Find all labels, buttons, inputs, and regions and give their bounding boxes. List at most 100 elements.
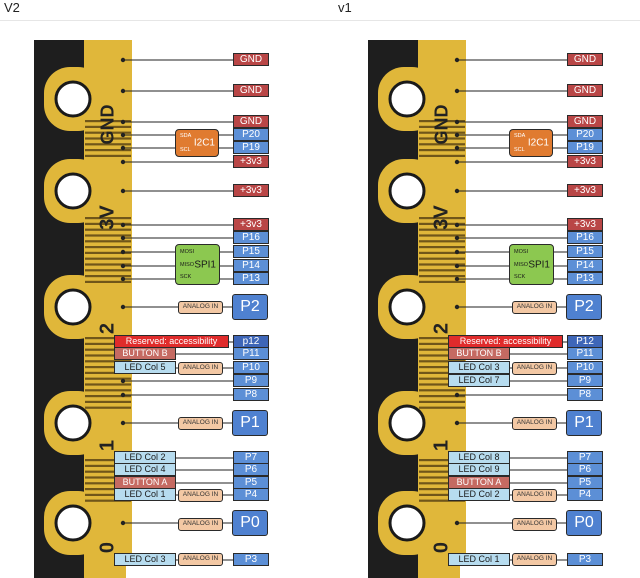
spi-bus-name: SPI1 <box>194 259 216 270</box>
led-col-label-p6: LED Col 9 <box>448 463 510 476</box>
pin-label-p3: P3 <box>567 553 603 566</box>
pin-dot <box>120 57 126 63</box>
analog-in-tag: ANALOG IN <box>178 489 223 502</box>
pin-label-p20: P20 <box>567 128 603 141</box>
pin-label-p10: P10 <box>233 361 269 374</box>
pin-trace <box>419 459 465 462</box>
pin-label-p14: P14 <box>233 259 269 272</box>
pin-dot <box>454 276 460 282</box>
pin-label-p8: P8 <box>567 388 603 401</box>
pin-dot <box>454 132 460 138</box>
pin-trace <box>85 217 131 220</box>
pin-dot <box>454 392 460 398</box>
i2c-scl-label: SCL <box>514 147 525 153</box>
pin-trace <box>419 366 465 369</box>
pin-trace <box>419 389 465 392</box>
pin-trace <box>85 120 131 123</box>
pin-trace <box>419 154 465 157</box>
pin-trace <box>85 125 131 128</box>
pin-trace <box>85 131 131 134</box>
pin-trace <box>85 143 131 146</box>
pin-label-p0-large: P0 <box>232 510 268 536</box>
panel-title-v2: V2 <box>4 0 20 15</box>
spi-sck-label: SCK <box>180 274 192 280</box>
pin-dot <box>120 249 126 255</box>
i2c-sda-label: SDA <box>180 133 192 139</box>
pin-label-v33a: +3v3 <box>233 155 269 168</box>
pin-trace <box>85 342 131 345</box>
pin-trace <box>419 488 465 491</box>
led-col-label-p10: LED Col 5 <box>114 361 176 374</box>
spi-sck-label: SCK <box>514 274 526 280</box>
pin-dot <box>120 222 126 228</box>
pin-trace <box>85 154 131 157</box>
pin-trace <box>419 149 465 152</box>
pin-trace <box>419 371 465 374</box>
pin-trace <box>85 337 131 340</box>
i2c-bus-name: I2C1 <box>527 137 549 149</box>
pin-dot <box>120 392 126 398</box>
pin-trace <box>85 464 131 467</box>
pin-trace <box>85 400 131 403</box>
pin-trace <box>419 137 465 140</box>
analog-in-tag: ANALOG IN <box>512 518 557 531</box>
pin-dot <box>120 159 126 165</box>
pad-hole-gnd <box>54 80 92 118</box>
pin-trace <box>85 240 131 243</box>
pin-label-v33b: +3v3 <box>233 184 269 197</box>
pad-hole-p0 <box>54 504 92 542</box>
pin-label-p13: P13 <box>233 272 269 285</box>
pin-label-gnd1: GND <box>567 53 603 66</box>
pin-trace <box>419 120 465 123</box>
pin-label-p19: P19 <box>567 141 603 154</box>
analog-in-tag: ANALOG IN <box>512 417 557 430</box>
pin-dot <box>454 57 460 63</box>
pin-label-p15: P15 <box>567 245 603 258</box>
pin-trace <box>419 131 465 134</box>
pad-label-p2: 2 <box>430 322 453 335</box>
pin-dot <box>120 235 126 241</box>
pad-label-gnd: GND <box>431 104 452 145</box>
pin-trace <box>85 280 131 283</box>
pin-trace <box>85 493 131 496</box>
pin-trace <box>419 275 465 278</box>
pin-trace <box>85 459 131 462</box>
pin-dot <box>454 159 460 165</box>
pin-dot <box>120 304 126 310</box>
pin-trace <box>85 222 131 225</box>
pad-hole-p1 <box>388 404 426 442</box>
pin-label-p16: P16 <box>233 231 269 244</box>
pin-dot <box>454 188 460 194</box>
panel-title-v1: v1 <box>338 0 352 15</box>
pin-trace <box>85 257 131 260</box>
pin-label-p6: P6 <box>567 463 603 476</box>
pin-trace <box>419 246 465 249</box>
i2c-bus-name: I2C1 <box>193 137 215 149</box>
pin-trace <box>419 383 465 386</box>
pin-trace <box>85 246 131 249</box>
pin-trace <box>419 280 465 283</box>
edge-connector-graphic <box>34 40 262 578</box>
pin-label-p7: P7 <box>233 451 269 464</box>
pin-dot <box>120 119 126 125</box>
pin-label-p15: P15 <box>233 245 269 258</box>
pin-trace <box>419 269 465 272</box>
pin-trace <box>85 263 131 266</box>
pin-label-p14: P14 <box>567 259 603 272</box>
pin-label-v33a: +3v3 <box>567 155 603 168</box>
pin-label-v33c: +3v3 <box>567 218 603 231</box>
pin-trace <box>85 228 131 231</box>
pin-dot <box>454 222 460 228</box>
analog-in-tag: ANALOG IN <box>178 553 223 566</box>
pin-label-p9: P9 <box>233 374 269 387</box>
pin-label-p4: P4 <box>567 488 603 501</box>
pin-trace <box>85 371 131 374</box>
pin-label-gnd3: GND <box>567 115 603 128</box>
pin-label-gnd3: GND <box>233 115 269 128</box>
pin-dot <box>120 420 126 426</box>
pin-trace <box>85 499 131 502</box>
i2c-scl-label: SCL <box>180 147 191 153</box>
